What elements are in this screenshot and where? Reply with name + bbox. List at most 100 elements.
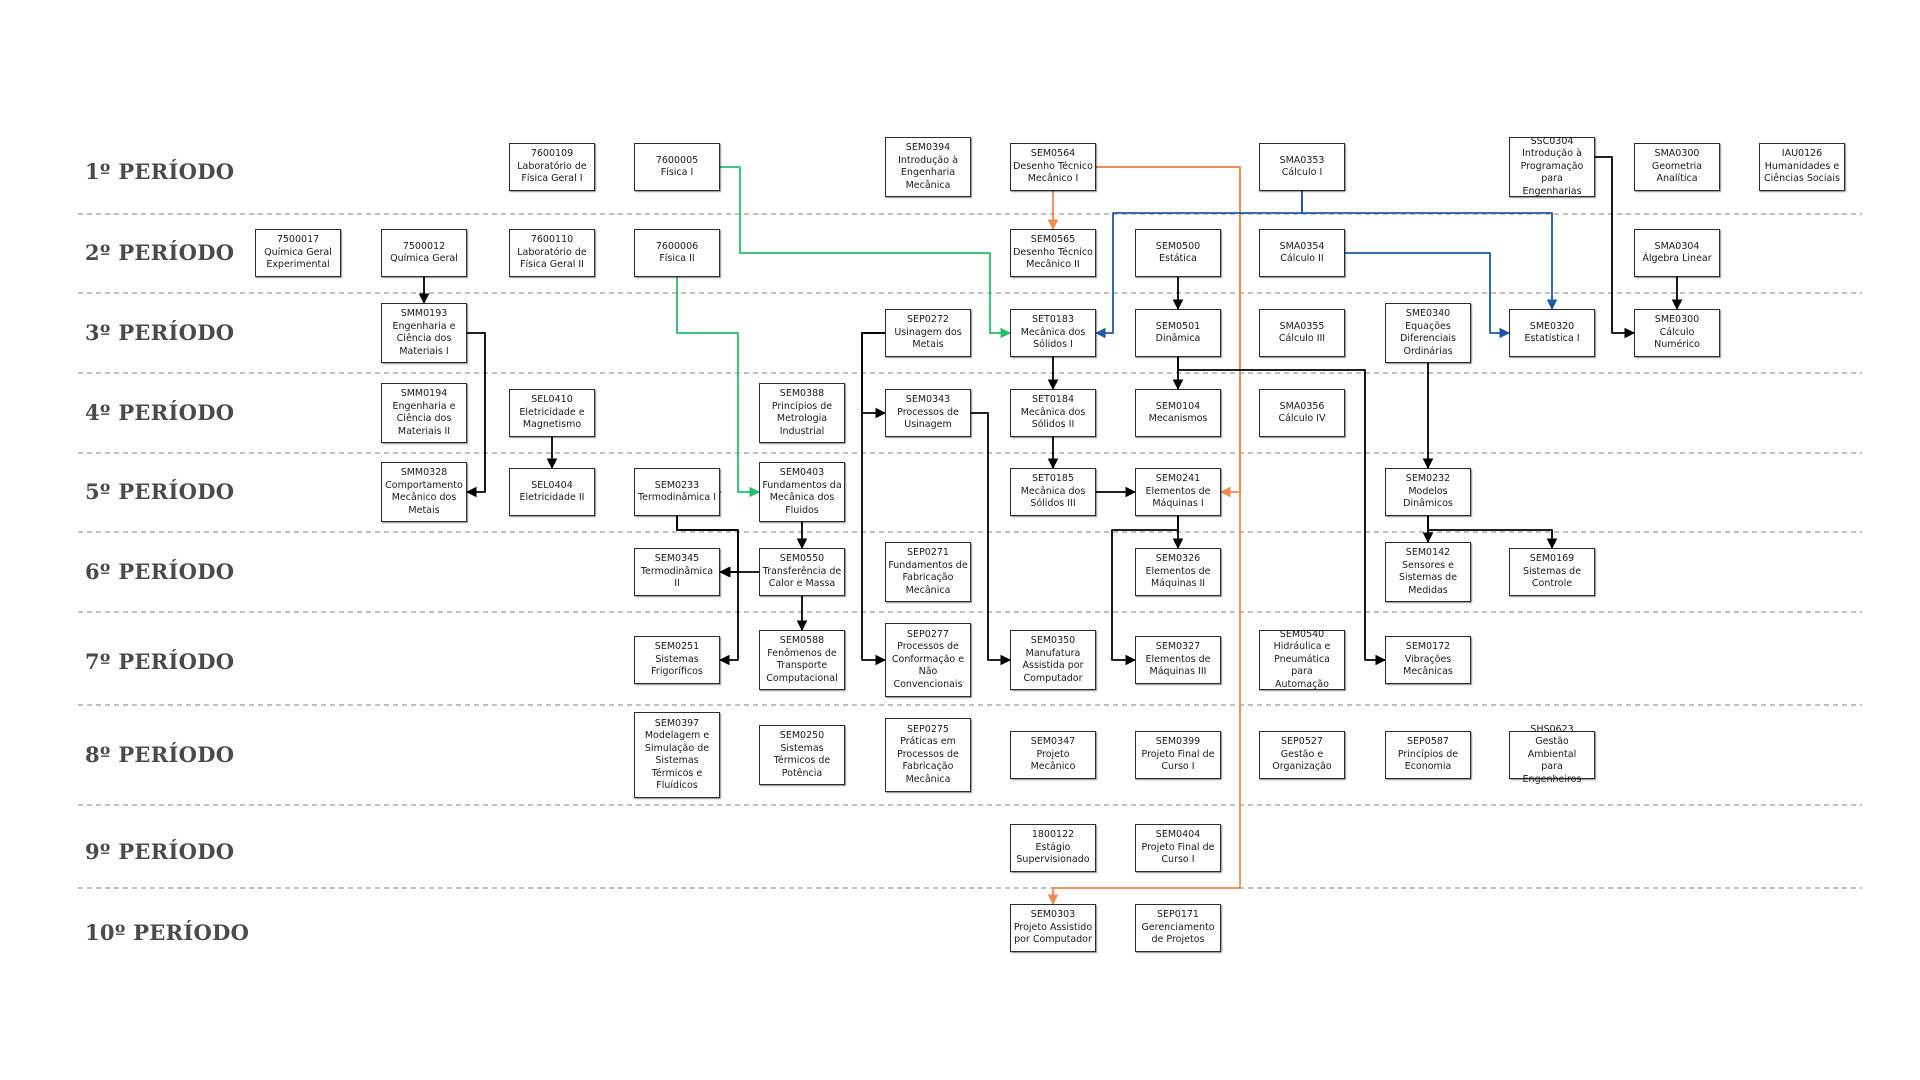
- course-code: SME0320: [1529, 320, 1575, 332]
- course-name: Hidráulica e Pneumática para Automação: [1273, 641, 1331, 690]
- course-code: 7600006: [655, 240, 699, 252]
- course-code: 1800122: [1031, 829, 1075, 841]
- course-code: SMM0193: [400, 308, 448, 319]
- course-name: Introdução à Programação para Engenharia…: [1520, 148, 1584, 197]
- course-name: Gestão e Organização: [1272, 748, 1332, 773]
- course-code: SEM0397: [654, 717, 700, 729]
- course-name: Desenho Técnico Mecânico II: [1013, 246, 1093, 271]
- course-name: Cálculo I: [1281, 167, 1323, 178]
- course-code: 7500017: [276, 234, 320, 246]
- period-label-2: 2º PERÍODO: [85, 240, 235, 265]
- course-code: 7500012: [402, 240, 446, 252]
- course-name: Processos de Usinagem: [897, 406, 959, 431]
- course-name: Gestão Ambiental para Engenheiros: [1522, 736, 1582, 785]
- course-code: SEM0326: [1155, 553, 1201, 565]
- course-name: Estática: [1159, 253, 1197, 264]
- course-code: SET0184: [1031, 394, 1074, 406]
- prerequisite-arrow: [1177, 357, 1387, 666]
- course-code: SSC0304: [1530, 135, 1574, 147]
- course-code: SMM0194: [400, 388, 448, 399]
- prerequisite-arrow: [1301, 191, 1558, 311]
- prerequisite-arrow: [1111, 516, 1179, 666]
- course-name: Sensores e Sistemas de Medidas: [1398, 559, 1458, 596]
- course-code: SET0183: [1031, 314, 1074, 326]
- course-name: Engenharia e Ciência dos Materiais II: [392, 400, 456, 437]
- course-code: SEM0250: [779, 730, 825, 741]
- course-code: SMA0353: [1279, 154, 1325, 166]
- course-name: Estatística I: [1524, 333, 1580, 344]
- course-name: Termodinâmica I: [637, 492, 717, 503]
- course-name: Princípios de Metrologia Industrial: [771, 400, 833, 437]
- course-name: Projeto Final de Curso I: [1141, 841, 1215, 866]
- course-name: Sistemas de Controle: [1522, 565, 1582, 590]
- course-name: Geometria Analítica: [1651, 160, 1703, 185]
- course-code: SEM0564: [1030, 148, 1076, 160]
- course-code: 7600109: [530, 148, 574, 160]
- course-code: SEM0550: [779, 553, 825, 565]
